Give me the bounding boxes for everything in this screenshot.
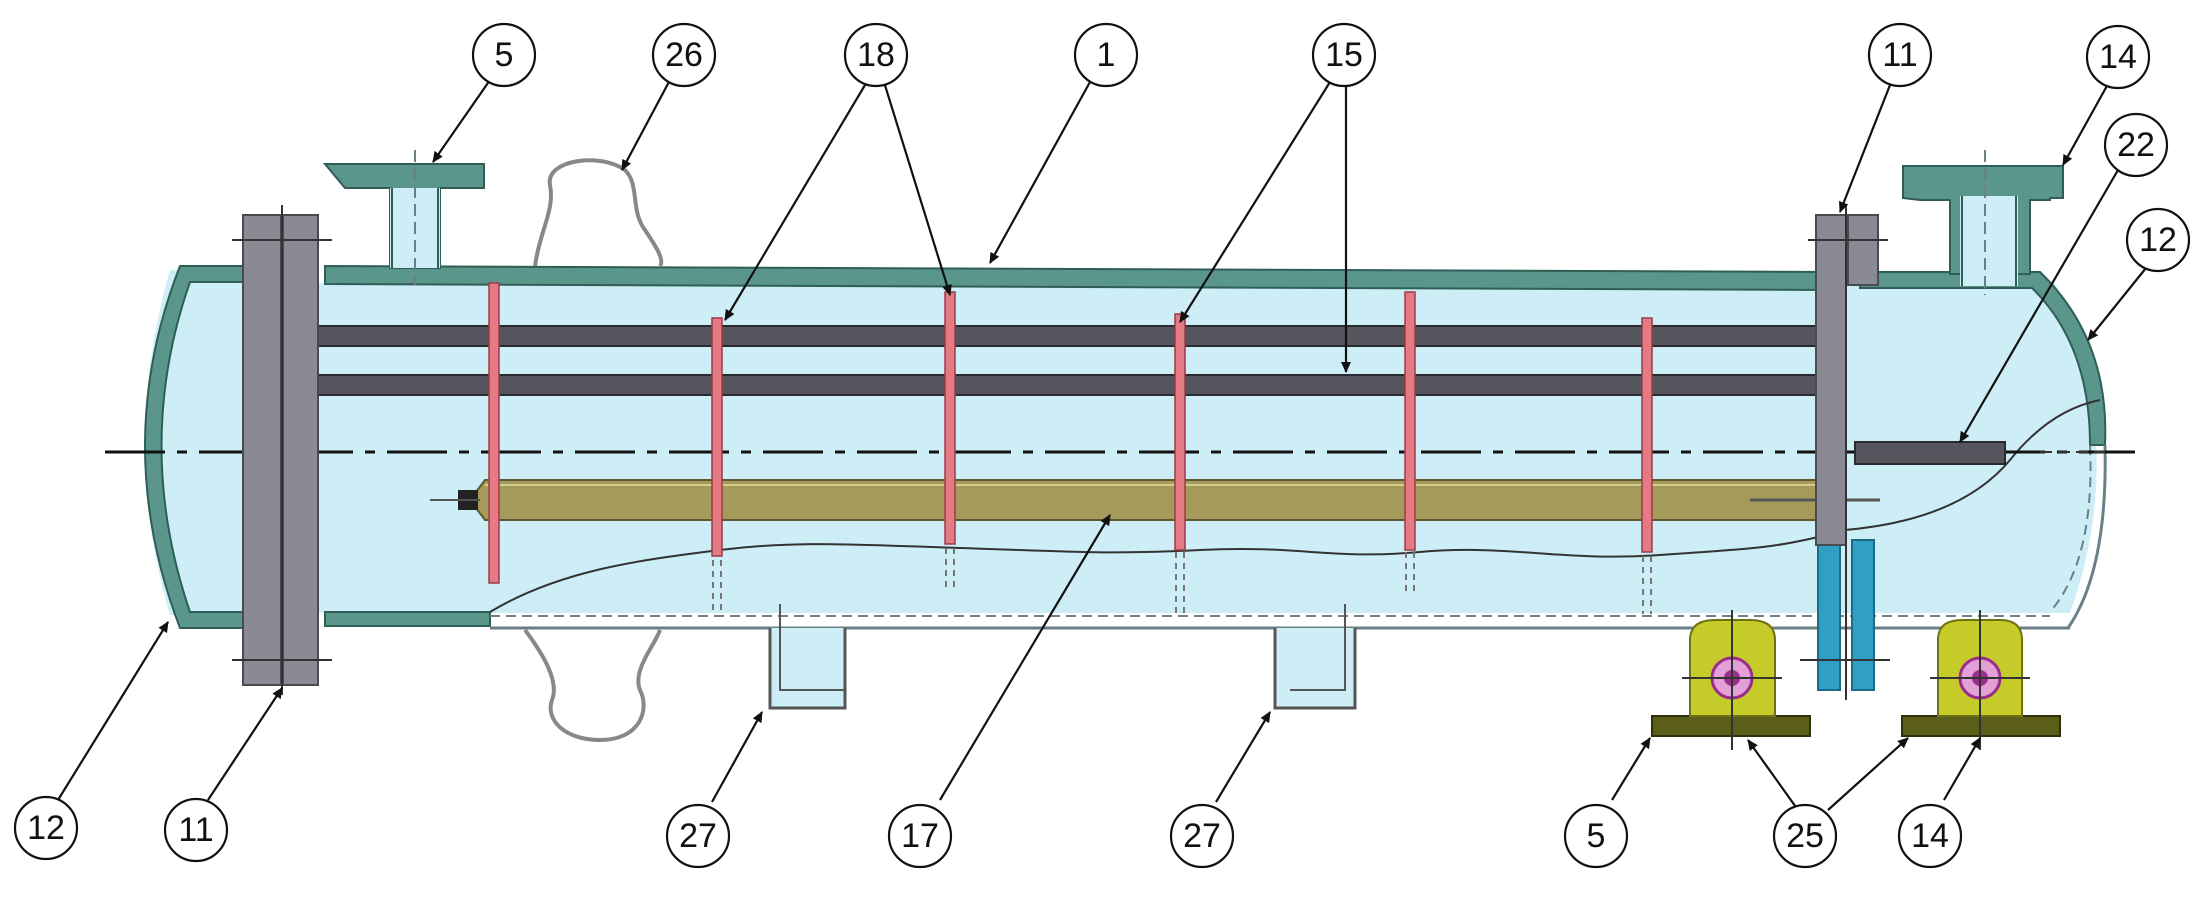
right-head-cutaway (2049, 444, 2092, 613)
right-head-outer (2066, 444, 2107, 629)
callout-5-bottom: 5 (1563, 803, 1629, 869)
callout-26: 26 (651, 22, 717, 88)
shell-bottom-wall (324, 611, 491, 627)
tube-lower (279, 374, 1841, 396)
callout-11-top: 11 (1867, 22, 1933, 88)
lifting-lug-top (533, 158, 664, 268)
shell-assembly (144, 264, 2107, 630)
callout-15: 15 (1311, 22, 1377, 88)
callout-label: 14 (1911, 817, 1949, 855)
callout-label: 15 (1325, 36, 1363, 74)
baffle-1 (488, 282, 500, 584)
leader-26 (621, 79, 671, 171)
callout-14-bottom: 14 (1897, 803, 1963, 869)
drain-nozzle-left (768, 628, 847, 710)
callout-27-right: 27 (1169, 803, 1235, 869)
blue-nozzle-1 (1817, 539, 1841, 691)
callout-label: 11 (178, 811, 213, 849)
leader-5-top (432, 79, 491, 163)
leader-15-a (1179, 81, 1331, 323)
callout-14-top: 14 (2085, 24, 2151, 90)
leader-27-right (1215, 711, 1271, 803)
leader-18-a (724, 79, 869, 321)
leader-17 (939, 514, 1111, 801)
drain-nozzle-right (1273, 628, 1357, 710)
baffle-2 (711, 317, 723, 557)
callout-label: 11 (1882, 36, 1917, 74)
callout-25: 25 (1772, 803, 1838, 869)
callout-label: 14 (2099, 38, 2137, 76)
callout-label: 22 (2117, 126, 2155, 164)
saddle-supports (1651, 610, 2061, 750)
callout-label: 12 (27, 809, 65, 847)
callout-label: 26 (665, 36, 703, 74)
callout-label: 17 (901, 817, 939, 855)
callout-label: 12 (2139, 221, 2177, 259)
callout-label: 27 (1183, 817, 1221, 855)
leader-12-left (57, 621, 169, 801)
callout-12-right: 12 (2125, 207, 2191, 273)
baffle-3 (944, 291, 956, 545)
baffle-5 (1404, 291, 1416, 551)
right-flange-outer (1847, 214, 1879, 286)
leader-1 (989, 81, 1091, 264)
callout-1: 1 (1073, 22, 1139, 88)
tube-bundle (105, 325, 2135, 521)
leader-27-left (711, 711, 763, 803)
leader-14-top (2062, 83, 2109, 166)
callout-27-left: 27 (665, 803, 731, 869)
callout-label: 18 (857, 36, 895, 74)
leader-12-right (2087, 267, 2147, 341)
right-tubesheet (1815, 214, 1847, 546)
right-head-section-line (1844, 399, 2101, 531)
callout-17: 17 (887, 803, 953, 869)
nozzles (322, 150, 2064, 743)
callout-label: 25 (1786, 817, 1824, 855)
leader-14-bottom (1943, 737, 1981, 801)
flanges (232, 205, 1888, 700)
leader-5-bottom (1611, 737, 1651, 801)
baffles (488, 282, 1653, 614)
callout-12-left: 12 (13, 795, 79, 861)
callout-5-top: 5 (471, 22, 537, 88)
tube-upper (279, 325, 1841, 347)
callout-11-left: 11 (163, 797, 229, 863)
leader-25-a (1747, 739, 1799, 811)
right-head-wall (1859, 271, 2107, 446)
leader-18-b (882, 81, 952, 296)
left-flange-outer (242, 214, 282, 686)
leader-11-top (1838, 79, 1894, 213)
baffle-6 (1641, 317, 1653, 553)
left-tubesheet (282, 214, 319, 686)
lifting-lug-bottom (523, 628, 662, 743)
callout-label: 1 (1097, 36, 1116, 74)
callout-label: 27 (679, 817, 717, 855)
callout-label: 5 (1587, 817, 1606, 855)
callouts: 5 26 18 1 15 11 14 22 (13, 22, 2191, 869)
leader-22 (1959, 169, 2119, 443)
callout-22: 22 (2103, 112, 2169, 178)
leader-lines (57, 79, 2147, 811)
leader-25-b (1827, 737, 1909, 811)
blue-nozzle-2 (1851, 539, 1875, 691)
thermowell (1854, 441, 2006, 465)
callout-18: 18 (843, 22, 909, 88)
leader-11-left (207, 687, 283, 801)
callout-label: 5 (495, 36, 514, 74)
baffle-4 (1174, 313, 1186, 551)
